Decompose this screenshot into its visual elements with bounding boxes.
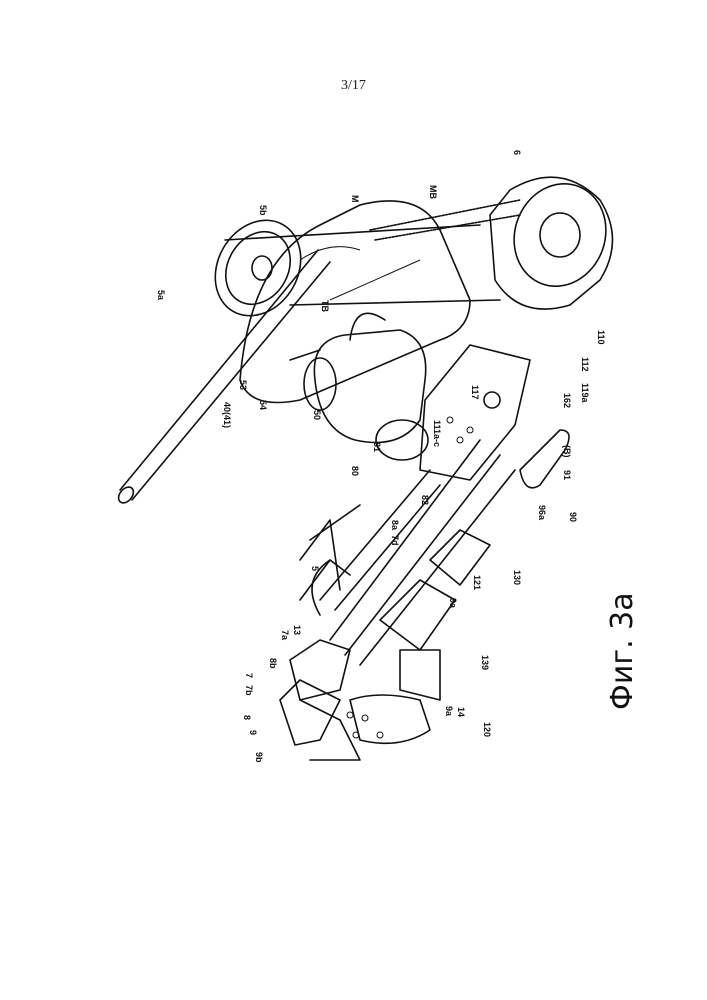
- feed-mechanism: [300, 430, 569, 665]
- label-9: 9: [248, 730, 258, 735]
- label-14: 14: [456, 707, 466, 717]
- shaft-5a: [116, 250, 330, 506]
- label-M: M: [350, 195, 360, 203]
- label-139: 139: [480, 655, 490, 670]
- label-53: 53: [238, 380, 248, 390]
- label-9a: 9a: [444, 706, 454, 717]
- figure-caption: Фиг. 3a: [605, 592, 640, 710]
- label-9b: 9b: [254, 752, 264, 763]
- pulley-5b: [198, 205, 317, 332]
- label-50: 50: [312, 410, 322, 420]
- label-40-41: 40(41): [222, 402, 232, 428]
- shaft-5: [320, 470, 440, 610]
- label-5a: 5a: [156, 290, 166, 301]
- label-111a-c: 111a-c: [432, 420, 442, 447]
- reference-labels: M MB 5b 6 5a TB 53 54 40(41) 50 81 80 11…: [156, 150, 606, 763]
- label-8: 8: [242, 715, 252, 720]
- label-7: 7: [244, 673, 254, 678]
- motor-pulley-6: [490, 171, 620, 309]
- label-112: 112: [580, 357, 590, 372]
- label-80: 80: [350, 466, 360, 476]
- label-117: 117: [470, 385, 480, 400]
- label-82: 82: [420, 495, 430, 505]
- label-5: 5: [310, 566, 320, 571]
- label-TB: TB: [320, 300, 330, 312]
- label-9a-upper: 9a: [448, 598, 458, 609]
- belts: [225, 200, 520, 305]
- label-91: 91: [562, 470, 572, 480]
- clamp-assembly: [280, 640, 440, 760]
- motor-50: [290, 313, 426, 442]
- label-7a: 7a: [280, 630, 290, 641]
- label-MB: MB: [428, 185, 438, 199]
- label-13: 13: [292, 625, 302, 635]
- label-81: 81: [372, 442, 382, 452]
- label-130: 130: [512, 570, 522, 585]
- label-7b: 7b: [244, 685, 254, 696]
- label-5b: 5b: [258, 205, 268, 216]
- label-90: 90: [568, 512, 578, 522]
- label-8a-upper: 8a: [390, 520, 400, 531]
- label-7d: 7d: [390, 535, 400, 546]
- ring-81: [376, 420, 428, 460]
- label-120: 120: [482, 722, 492, 737]
- label-6: 6: [512, 150, 522, 155]
- label-119a: 119a: [580, 383, 590, 404]
- label-B: (B): [562, 445, 572, 458]
- label-96a: 96a: [537, 505, 547, 521]
- label-54: 54: [258, 400, 268, 410]
- label-121: 121: [472, 575, 482, 590]
- label-162: 162: [562, 393, 572, 408]
- label-8b: 8b: [268, 658, 278, 669]
- plate-111: [420, 345, 530, 480]
- label-110: 110: [596, 330, 606, 345]
